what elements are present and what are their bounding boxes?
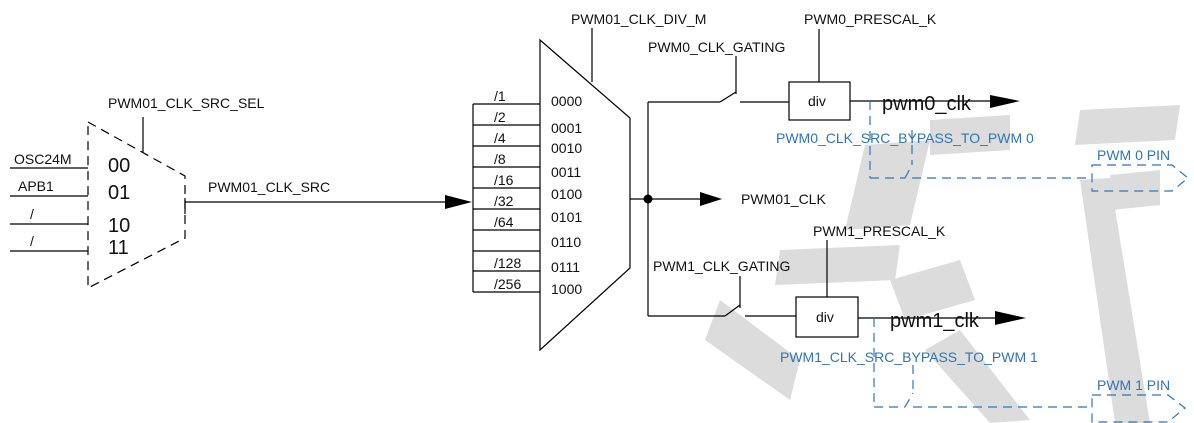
div-ratio-64: /64 [494,214,514,230]
src-code-01: 01 [108,182,130,204]
div-ratio-32: /32 [494,193,514,209]
ch1-pin-label: PWM 1 PIN [1097,377,1170,393]
div-code-6: 0110 [551,234,581,250]
div-code-3: 0011 [551,164,581,180]
ch0-prescal-label: PWM0_PRESCAL_K [804,11,937,27]
div-ratio-4: /4 [494,130,506,146]
ch1-div-label: div [816,309,834,325]
div-code-5: 0101 [551,209,582,225]
ch0-div-label: div [808,93,826,109]
divider-table: /1 /2 /4 /8 /16 /32 /64 /128 /256 [472,88,540,293]
divider-mux: PWM01_CLK_DIV_M 0000 0001 0010 0011 0100… [539,11,826,352]
div-code-2: 0010 [551,140,582,156]
div-code-7: 0111 [551,259,580,275]
watermark [705,105,1180,423]
ch1-clk-label: pwm1_clk [890,310,980,332]
src-output-label: PWM01_CLK_SRC [208,179,330,195]
src-input-apb1: APB1 [18,178,54,194]
div-ratio-1: /1 [494,88,506,104]
pwm01-clk-label: PWM01_CLK [741,191,826,207]
src-input-3: / [30,206,34,222]
src-code-11: 11 [108,237,129,259]
ch0-gating-label: PWM0_CLK_GATING [648,39,785,55]
div-ratio-2: /2 [494,109,506,125]
src-code-10: 10 [108,215,130,237]
channel-0: PWM0_CLK_GATING div PWM0_PRESCAL_K pwm0_… [648,11,1189,192]
src-code-00: 00 [108,155,130,177]
ch1-gating-label: PWM1_CLK_GATING [653,258,790,274]
ch0-bypass-label: PWM0_CLK_SRC_BYPASS_TO_PWM 0 [776,130,1034,146]
div-ratio-256: /256 [494,276,521,292]
div-sel-label: PWM01_CLK_DIV_M [571,11,706,27]
source-mux: PWM01_CLK_SRC_SEL OSC24M APB1 / / 00 01 … [10,95,472,289]
src-sel-label: PWM01_CLK_SRC_SEL [108,95,265,111]
div-ratio-128: /128 [494,255,521,271]
ch1-bypass-label: PWM1_CLK_SRC_BYPASS_TO_PWM 1 [780,349,1038,365]
div-code-0: 0000 [551,93,582,109]
src-input-4: / [30,233,34,249]
div-code-8: 1000 [551,281,582,297]
src-input-osc24m: OSC24M [14,151,72,167]
ch0-clk-label: pwm0_clk [882,93,972,115]
div-code-1: 0001 [551,120,582,136]
div-code-4: 0100 [551,186,582,202]
channel-1: PWM1_CLK_GATING div PWM1_PRESCAL_K pwm1_… [648,223,1186,423]
ch0-pin-label: PWM 0 PIN [1097,147,1170,163]
ch1-prescal-label: PWM1_PRESCAL_K [813,223,946,239]
div-ratio-8: /8 [494,151,506,167]
div-ratio-16: /16 [494,172,514,188]
